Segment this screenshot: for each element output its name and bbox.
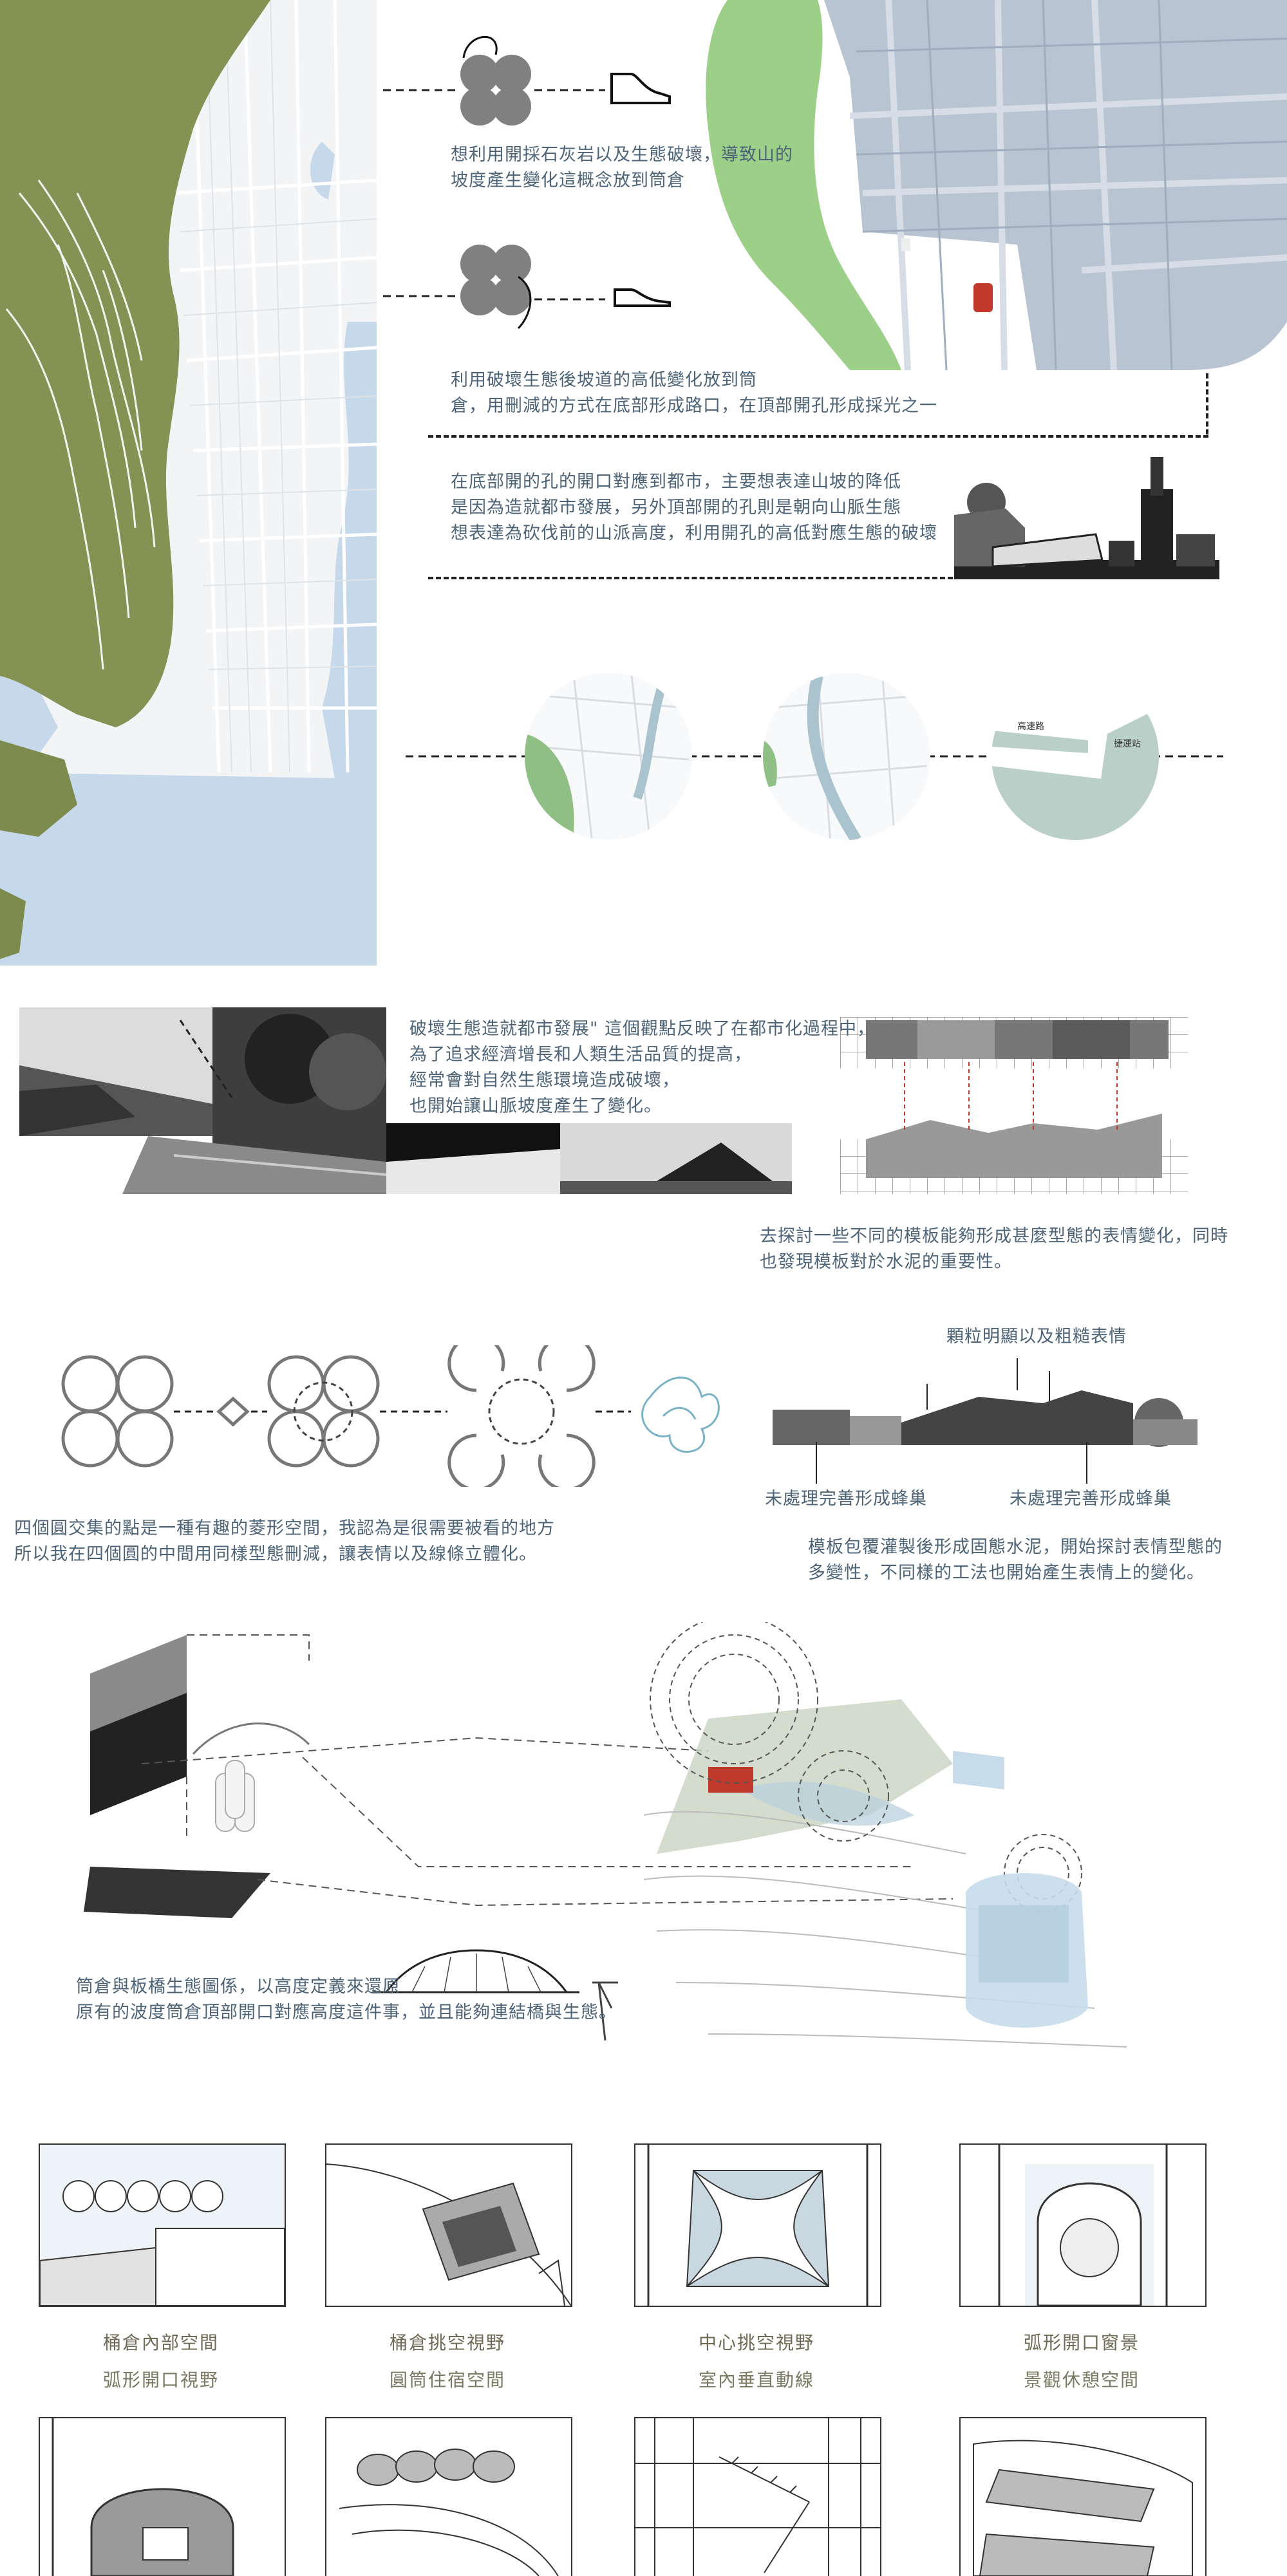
text-block-2-line2: 倉，用刪減的方式在底部形成路口，在頂部開孔形成採光之一 [451, 396, 937, 416]
caption-sub-3: 室內垂直動線 [698, 2369, 814, 2391]
sketch-center-void [634, 2143, 881, 2307]
text-block-4-line1: 破壞生態造就都市發展" 這個觀點反映了在都市化過程中， [409, 1019, 876, 1039]
sketch-cylinder-lodging [325, 2417, 572, 2576]
sketch-vertical-circulation [634, 2417, 881, 2576]
dashed-connector-h2 [428, 577, 953, 579]
formwork-grid-study [840, 1017, 1188, 1194]
text-block-7-line2: 多變性，不同樣的工法也開始產生表情上的變化。 [808, 1563, 1205, 1583]
text-block-1-line2: 坡度產生變化這概念放到筒倉 [451, 171, 685, 191]
text-block-3-line3: 想表達為砍伐前的山派高度，利用開孔的高低對應生態的破壞 [451, 523, 937, 543]
clover-diagram-1 [383, 19, 686, 135]
concrete-texture-collage [773, 1358, 1198, 1448]
text-block-5-line2: 也發現模板對於水泥的重要性。 [760, 1252, 1012, 1272]
text-block-1-line1: 想利用開採石灰岩以及生態破壞，導致山的 [451, 145, 793, 165]
axonometric-section [64, 1622, 1223, 2073]
texture-label-left: 未處理完善形成蜂巢 [765, 1489, 927, 1509]
text-block-8-line2: 所以我在四個圓的中間用同樣型態刪減，讓表情以及線條立體化。 [14, 1544, 537, 1564]
caption-title-1: 桶倉內部空間 [102, 2332, 219, 2353]
sketch-silo-atrium [325, 2143, 572, 2307]
caption-sub-2: 圓筒住宿空間 [389, 2369, 505, 2391]
city-skyline-photo [954, 451, 1219, 579]
map-circle-strip [406, 669, 1223, 843]
caption-sub-4: 景觀休憩空間 [1023, 2369, 1140, 2391]
site-map [0, 0, 377, 966]
text-block-4-line2: 為了追求經濟增長和人類生活品質的提高， [409, 1045, 752, 1065]
text-block-2-line1: 利用破壞生態後坡道的高低變化放到筒 [451, 370, 757, 390]
texture-label-right: 未處理完善形成蜂巢 [1010, 1489, 1172, 1509]
caption-sub-1: 弧形開口視野 [102, 2369, 219, 2391]
map-label-road1: 高速路 [1017, 722, 1044, 732]
text-block-7-line1: 模板包覆灌製後形成固態水泥，開始探討表情型態的 [808, 1537, 1223, 1557]
sketch-leisure-space [959, 2417, 1207, 2576]
text-block-8-line1: 四個圓交集的點是一種有趣的菱形空間，我認為是很需要被看的地方 [14, 1518, 555, 1538]
circle-intersection-diagram [52, 1345, 728, 1487]
text-block-9-line2: 原有的波度筒倉頂部開口對應高度這件事，並且能夠連結橋與生態。 [76, 2002, 617, 2022]
caption-title-2: 桶倉挑空視野 [389, 2332, 505, 2353]
dashed-connector-h1 [428, 435, 1208, 438]
clover-diagram-2 [383, 238, 686, 341]
text-block-4-line3: 經常會對自然生態環境造成破壞， [409, 1070, 680, 1090]
landscape-photo-strip [386, 1123, 792, 1194]
sketch-silo-interior [39, 2143, 286, 2307]
text-block-3-line1: 在底部開的孔的開口對應到都市，主要想表達山坡的降低 [451, 472, 901, 492]
dashed-connector-v [1206, 373, 1208, 434]
text-block-4-line4: 也開始讓山脈坡度產生了變化。 [409, 1096, 662, 1116]
site-plan-area [695, 0, 1287, 373]
historical-photo-collage [19, 1007, 386, 1194]
texture-label-top: 顆粒明顯以及粗糙表情 [946, 1327, 1127, 1347]
texture-label-connectors [765, 1442, 1190, 1487]
caption-title-4: 弧形開口窗景 [1023, 2332, 1140, 2353]
text-block-3-line2: 是因為造就都市發展，另外頂部開的孔則是朝向山脈生態 [451, 498, 901, 518]
sketch-arc-window [959, 2143, 1207, 2307]
text-block-9-line1: 筒倉與板橋生態圖係，以高度定義來還原 [76, 1977, 400, 1997]
sketch-arch-opening [39, 2417, 286, 2576]
text-block-5-line1: 去探討一些不同的模板能夠形成甚麼型態的表情變化，同時 [760, 1226, 1228, 1246]
caption-title-3: 中心挑空視野 [698, 2332, 814, 2353]
map-label-road2: 捷運站 [1114, 739, 1141, 749]
